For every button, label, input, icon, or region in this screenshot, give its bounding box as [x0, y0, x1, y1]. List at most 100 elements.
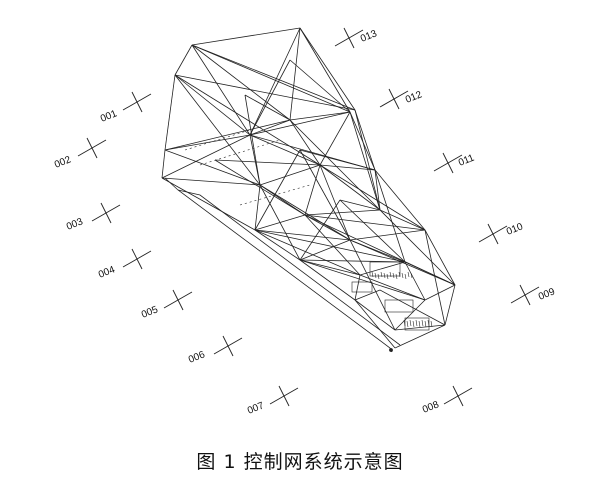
network-edge — [165, 120, 290, 150]
network-edge — [380, 290, 445, 325]
network-edge — [445, 285, 455, 325]
network-edge — [305, 215, 455, 285]
network-edge — [215, 160, 305, 215]
network-edge — [255, 230, 405, 262]
network-edge — [255, 185, 260, 230]
survey-marker: 009 — [511, 285, 557, 305]
network-edge — [245, 95, 290, 120]
tick-mark — [390, 272, 391, 277]
network-edge — [350, 240, 395, 330]
network-edge — [250, 135, 320, 165]
tick-mark — [425, 321, 426, 327]
network-edge — [340, 200, 380, 210]
tick-mark — [407, 321, 408, 327]
network-edge — [355, 110, 375, 170]
survey-marker: 006 — [187, 336, 242, 366]
tick-mark — [381, 272, 382, 277]
network-edge — [395, 325, 445, 348]
tick-mark — [413, 321, 414, 327]
marker-cross-icon — [92, 203, 120, 223]
network-edge — [355, 290, 380, 300]
network-edge — [175, 75, 355, 110]
network-edge — [355, 300, 395, 348]
network-frame — [162, 28, 455, 352]
marker-cross-icon — [434, 153, 462, 173]
network-edge — [162, 135, 250, 178]
network-edge — [405, 262, 425, 300]
network-edge — [192, 45, 355, 110]
network-edge — [320, 165, 375, 170]
network-edge — [350, 240, 455, 285]
network-edge — [250, 135, 375, 170]
network-edge — [300, 260, 405, 262]
network-edge — [305, 215, 360, 275]
network-edge — [175, 75, 250, 135]
network-edge — [300, 28, 355, 110]
network-edge — [175, 75, 260, 185]
tick-mark — [372, 272, 373, 277]
tick-mark — [402, 273, 403, 278]
network-edge — [192, 45, 250, 135]
network-edge — [350, 112, 380, 210]
network-edge — [380, 210, 425, 230]
network-edge — [250, 28, 300, 135]
figure-caption: 图 1 控制网系统示意图 — [196, 451, 404, 473]
marker-cross-icon — [123, 92, 151, 112]
network-edge — [395, 325, 445, 330]
network-edge — [300, 28, 350, 112]
tick-mark — [428, 320, 429, 326]
network-edge — [192, 28, 300, 45]
network-edge — [192, 45, 290, 120]
survey-marker: 010 — [479, 221, 525, 244]
network-edge — [320, 112, 350, 165]
network-edge — [255, 230, 360, 275]
network-edge — [260, 185, 300, 260]
tick-mark — [396, 274, 397, 279]
network-edge — [300, 150, 350, 240]
survey-marker: 008 — [421, 386, 472, 416]
tick-mark — [416, 320, 417, 326]
survey-marker: 005 — [140, 290, 192, 321]
tick-mark — [419, 321, 420, 327]
tick-mark — [405, 274, 406, 279]
network-edge — [165, 75, 175, 150]
marker-cross-icon — [511, 285, 539, 305]
network-edge — [165, 150, 260, 185]
network-edge — [215, 160, 320, 165]
marker-label: 005 — [140, 304, 160, 321]
marker-label: 011 — [457, 152, 476, 168]
marker-cross-icon — [479, 224, 507, 244]
tick-mark — [399, 272, 400, 277]
marker-cross-icon — [444, 386, 472, 406]
network-edge — [250, 120, 290, 135]
network-edge — [290, 60, 350, 112]
leader-line — [185, 130, 250, 150]
network-edge — [162, 150, 165, 178]
network-edge — [245, 95, 260, 185]
network-edge — [355, 110, 380, 210]
survey-marker: 004 — [97, 249, 151, 281]
network-edge — [175, 45, 192, 75]
tick-mark — [378, 274, 379, 279]
network-edge — [320, 165, 350, 240]
network-edge — [165, 135, 250, 150]
station-box — [369, 261, 401, 277]
leader-line — [240, 185, 310, 205]
network-edge — [290, 112, 350, 120]
marker-cross-icon — [123, 249, 151, 269]
marker-label: 001 — [99, 108, 119, 125]
network-edge — [305, 215, 425, 230]
survey-marker: 011 — [434, 152, 476, 173]
network-edge — [290, 120, 320, 165]
network-edge — [162, 178, 260, 185]
tick-mark — [410, 320, 411, 326]
network-edge — [255, 230, 300, 260]
marker-cross-icon — [164, 290, 192, 310]
network-edge — [425, 230, 455, 285]
network-edge — [300, 260, 425, 300]
marker-label: 007 — [246, 400, 266, 417]
network-edge — [192, 45, 350, 112]
marker-label: 002 — [53, 154, 73, 171]
network-edge — [320, 165, 380, 210]
